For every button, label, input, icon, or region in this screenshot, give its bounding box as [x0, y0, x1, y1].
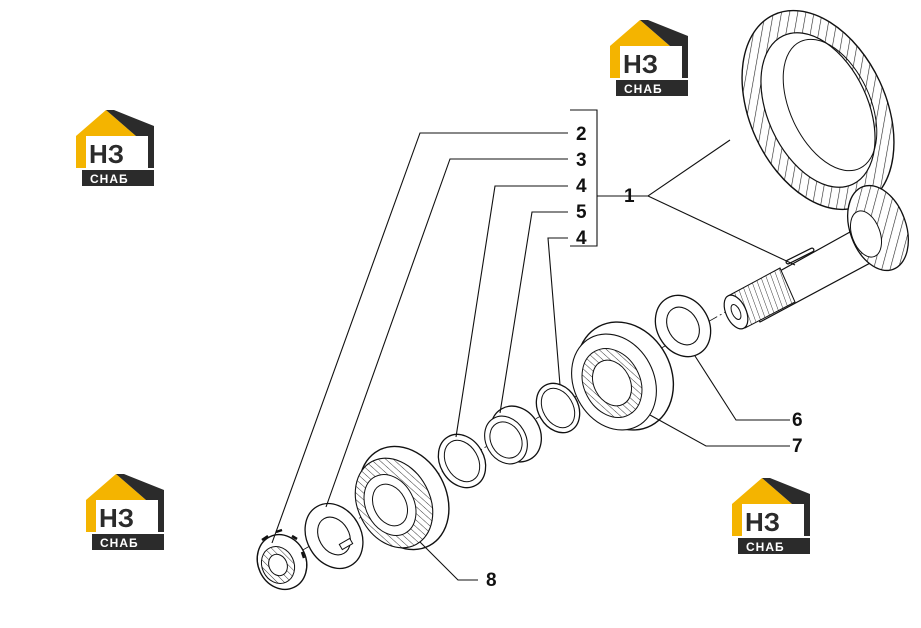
callout-4-upper: 4: [576, 176, 587, 197]
leader-6: [694, 355, 790, 421]
ring-gear: [741, 9, 895, 211]
logo-mark-icon: НЗ СНАБ: [732, 478, 810, 554]
watermark-logo: НЗ СНАБ: [84, 472, 176, 552]
logo-letters: НЗ: [89, 139, 124, 169]
logo-letters: НЗ: [623, 49, 658, 79]
logo-letters: НЗ: [99, 503, 134, 533]
leader-8: [419, 541, 478, 581]
callout-7: 7: [792, 436, 803, 457]
callout-5: 5: [576, 202, 587, 223]
callout-4-lower: 4: [576, 228, 587, 249]
watermark-logo: НЗ СНАБ: [74, 108, 166, 188]
callout-3: 3: [576, 150, 587, 171]
logo-word: СНАБ: [90, 172, 129, 186]
leader-5: [499, 211, 568, 414]
pinion-shaft: [723, 184, 909, 330]
part-4-ring-right: [535, 382, 581, 434]
callout-1: 1: [624, 186, 635, 207]
callout-bracket: [570, 109, 598, 247]
leader-4a: [455, 185, 568, 438]
leader-4b: [547, 237, 568, 386]
part-6-shim: [654, 294, 712, 358]
leader-7: [649, 414, 790, 447]
part-5-spacer: [484, 405, 542, 465]
watermark-logo: НЗ СНАБ: [730, 476, 822, 556]
logo-mark-icon: НЗ СНАБ: [610, 20, 688, 96]
logo-mark-icon: НЗ СНАБ: [76, 110, 154, 186]
part-2-nut: [256, 528, 308, 591]
leader-lines: [271, 109, 796, 581]
leader-1-ring: [622, 139, 731, 197]
leader-3: [325, 158, 568, 508]
logo-word: СНАБ: [624, 82, 663, 96]
leader-1-shaft: [647, 195, 796, 266]
logo-word: СНАБ: [100, 536, 139, 550]
part-4-ring-left: [437, 433, 487, 489]
watermark-logo: НЗ СНАБ: [608, 18, 700, 98]
logo-letters: НЗ: [745, 507, 780, 537]
part-3-washer: [304, 502, 364, 570]
callout-6: 6: [792, 410, 803, 431]
logo-mark-icon: НЗ СНАБ: [86, 474, 164, 550]
callout-8: 8: [486, 570, 497, 591]
logo-word: СНАБ: [746, 540, 785, 554]
leader-2: [271, 132, 568, 544]
callout-2: 2: [576, 124, 587, 145]
part-7-bearing: [571, 321, 675, 431]
part-8-bearing: [354, 445, 450, 551]
